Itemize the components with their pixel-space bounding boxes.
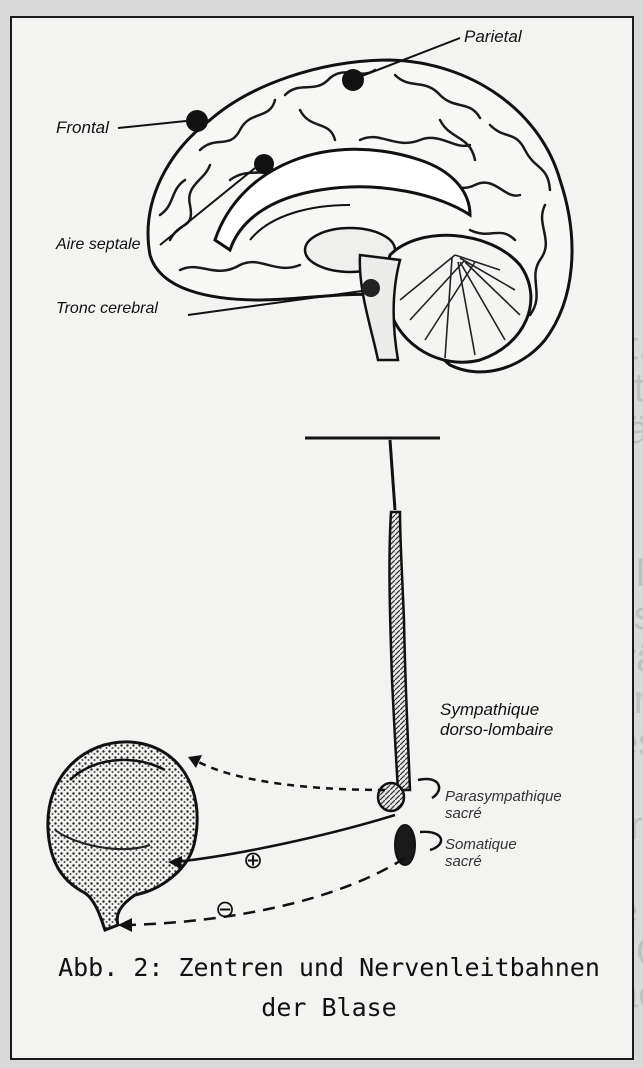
bladder-illustration <box>48 742 197 930</box>
label-parasympathique-line1: Parasympathique <box>445 788 562 805</box>
label-sympathique: Sympathique dorso-lombaire <box>440 700 553 740</box>
label-parietal: Parietal <box>464 27 522 47</box>
frontal-centre <box>186 110 208 132</box>
label-tronc-cerebral: Tronc cerebral <box>56 300 158 318</box>
brainstem-centre <box>362 279 380 297</box>
septal-centre <box>254 154 274 174</box>
brain-illustration <box>148 60 572 372</box>
label-aire-septale: Aire septale <box>56 236 141 254</box>
label-somatique-line2: sacré <box>445 853 517 870</box>
label-somatique-line1: Somatique <box>445 836 517 853</box>
caption-line-2: der Blase <box>34 988 624 1028</box>
parasympathetic-ganglion <box>378 783 404 811</box>
label-frontal: Frontal <box>56 118 109 138</box>
label-parasympathique: Parasympathique sacré <box>445 788 562 822</box>
caption-line-1: Abb. 2: Zentren und Nervenleitbahnen <box>34 948 624 988</box>
plus-sign: ⊕ <box>243 846 263 875</box>
figure-caption: Abb. 2: Zentren und Nervenleitbahnen der… <box>34 948 624 1028</box>
minus-sign: ⊖ <box>215 895 235 924</box>
label-sympathique-line2: dorso-lombaire <box>440 720 553 740</box>
cerebellum <box>386 235 531 362</box>
spinal-cord <box>305 438 440 790</box>
label-sympathique-line1: Sympathique <box>440 700 553 720</box>
label-somatique: Somatique sacré <box>445 836 517 870</box>
parietal-centre <box>342 69 364 91</box>
label-parasympathique-line2: sacré <box>445 805 562 822</box>
